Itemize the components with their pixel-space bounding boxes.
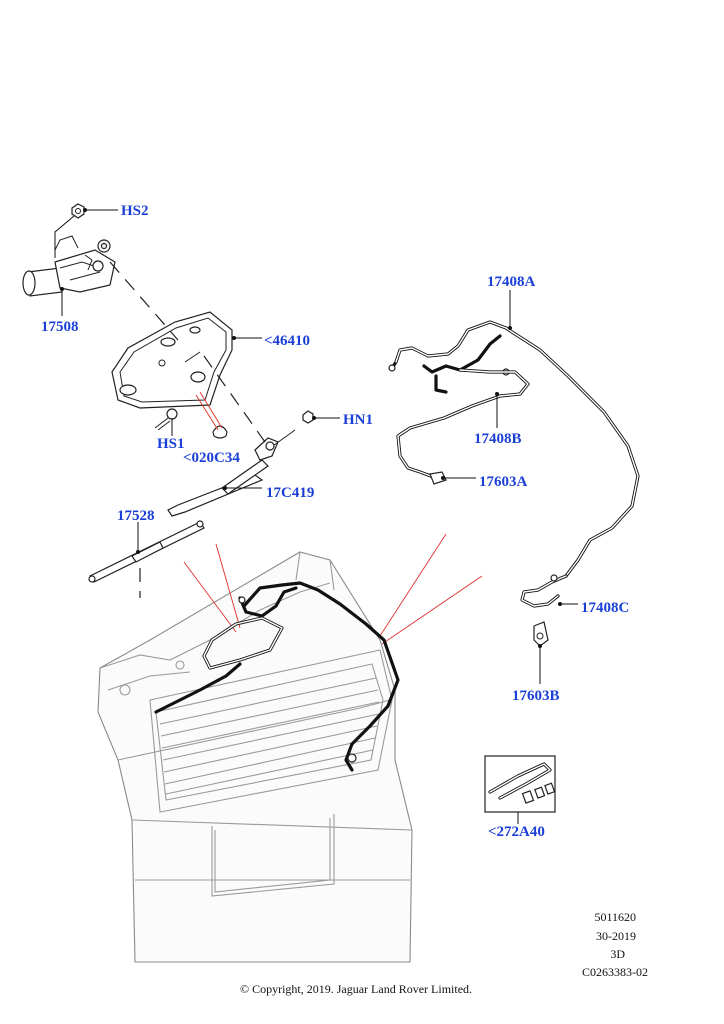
nut-hs2 [71,203,118,219]
tailgate-body [97,551,413,963]
label-17603b[interactable]: 17603B [512,688,560,704]
label-hn1[interactable]: HN1 [343,412,373,428]
washer-hose-17408b [396,368,530,480]
meta-line-3: 3D [610,947,625,961]
label-17408a[interactable]: 17408A [487,274,536,290]
label-17408c[interactable]: 17408C [581,600,629,616]
connector-17603a [429,471,447,485]
fitting-17408c [520,574,568,608]
label-hs2[interactable]: HS2 [121,203,149,219]
label-272a40[interactable]: <272A40 [488,824,545,840]
label-17528[interactable]: 17528 [117,508,155,524]
drawing-meta: 5011620 30-2019 3D C0263383-02 [582,910,648,979]
screw-hs1 [154,408,178,431]
callout-leaders [54,215,578,824]
reference-lines [183,391,483,645]
callout-labels: HS2 17508 <46410 HS1 <020C34 HN1 17C419 … [41,203,629,840]
meta-line-1: 5011620 [594,910,636,924]
connector-17603b [533,621,549,647]
wiper-blade-17528 [88,520,205,583]
motor-cover-46410 [111,311,233,409]
copyright-text: © Copyright, 2019. Jaguar Land Rover Lim… [240,982,472,996]
nut-hn1 [302,410,340,424]
label-17603a[interactable]: 17603A [479,474,528,490]
wiper-motor-17508 [22,235,116,297]
rear-glass-heater-lines [159,677,380,795]
tailgate-washer-hose [154,581,400,772]
label-17508[interactable]: 17508 [41,319,79,335]
grommet-020c34 [212,425,228,439]
label-46410[interactable]: <46410 [264,333,310,349]
label-17c419[interactable]: 17C419 [266,485,314,501]
meta-line-2: 30-2019 [596,929,636,943]
washer-hose-17408a [388,320,640,578]
meta-line-4: C0263383-02 [582,965,648,979]
repair-kit-272a40 [484,755,556,813]
wiper-arm-17c419 [167,429,296,517]
label-17408b[interactable]: 17408B [474,431,522,447]
label-020c34[interactable]: <020C34 [183,450,240,466]
label-hs1[interactable]: HS1 [157,436,185,452]
assembly-guide-lines [109,261,266,598]
